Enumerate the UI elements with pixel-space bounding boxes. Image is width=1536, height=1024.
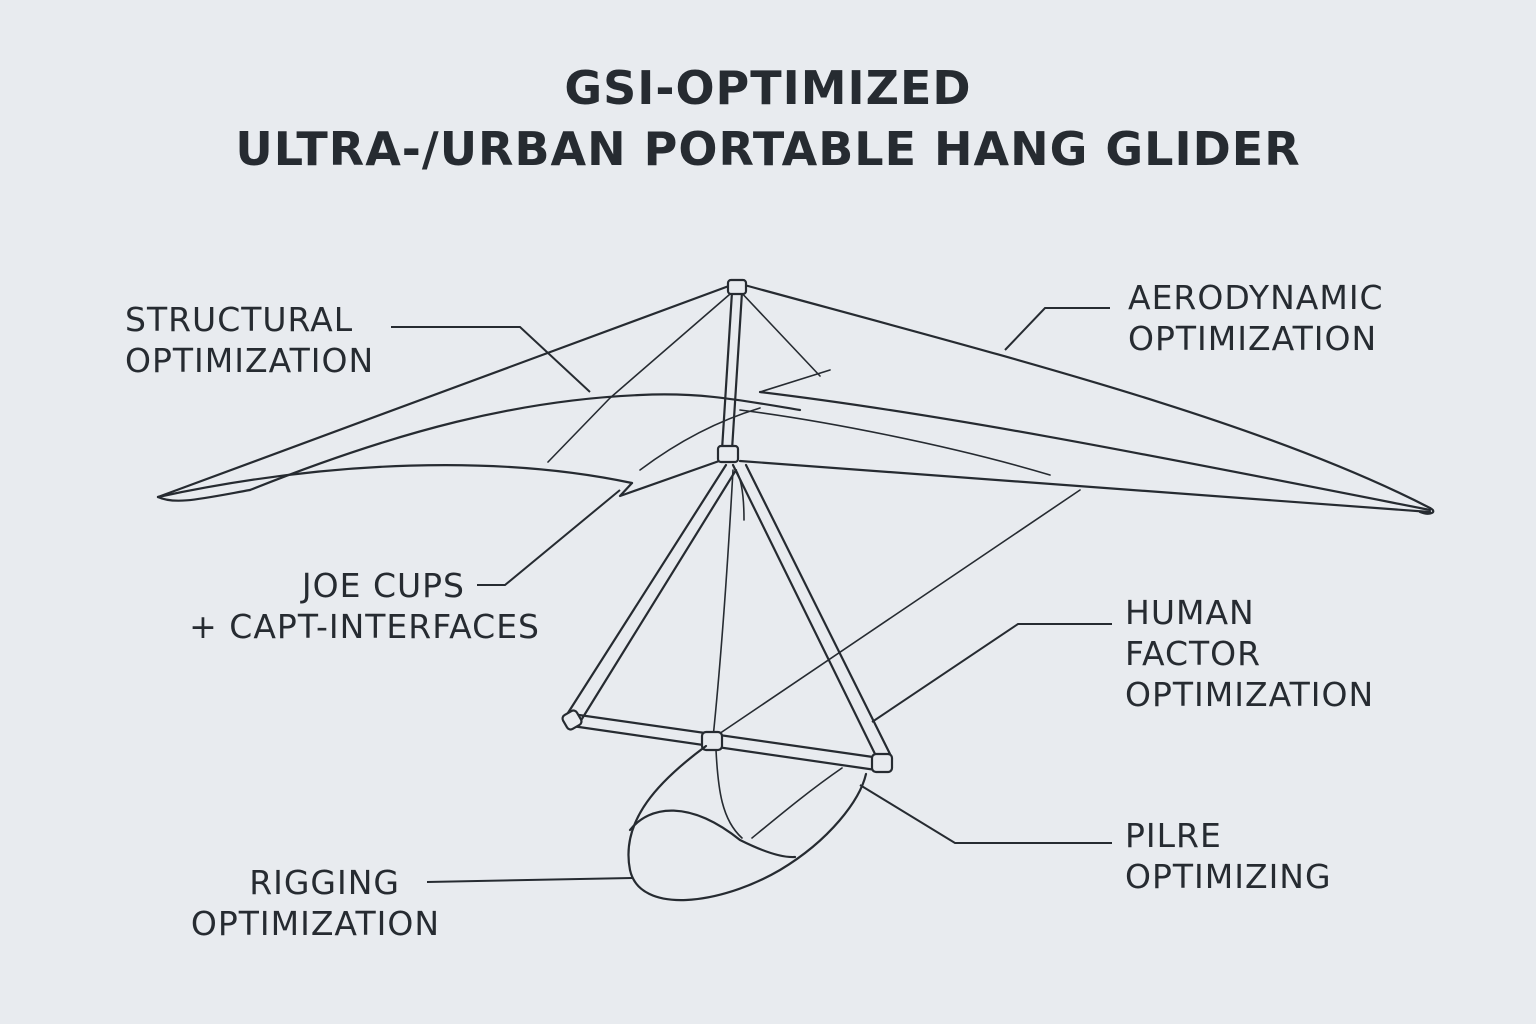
wing-root-curl [618,458,724,498]
sail-batten-right [759,369,831,393]
control-bar-bottom [570,724,878,772]
label-human-factor-line2: FACTOR [1125,634,1262,673]
harness-inner-curve [628,809,797,859]
wing-keel-right [738,459,1432,514]
label-structural-line1: STRUCTURAL [125,300,354,339]
label-rigging-optimization: RIGGING OPTIMIZATION [120,862,440,944]
rear-wire [712,489,1081,739]
label-structural-line2: OPTIMIZATION [125,341,375,380]
label-joe-cups-line2: + CAPT-INTERFACES [189,607,540,646]
label-pilre-line1: PILRE [1125,816,1222,855]
keel-hub-fitting [716,444,740,464]
label-human-factor-line3: OPTIMIZATION [1125,675,1375,714]
harness-strap-left [715,749,743,839]
sail-seam-left [547,287,738,463]
wing-camber-left [248,393,802,492]
label-joe-cups: JOE CUPS + CAPT-INTERFACES [150,565,540,647]
harness-pod [627,744,868,902]
leader-rigging [426,877,633,883]
leader-human-factor [871,623,1112,723]
label-rigging-line1: RIGGING [249,863,400,902]
leader-aerodynamic [1004,307,1110,351]
title-line-2: ULTRA-/URBAN PORTABLE HANG GLIDER [235,122,1301,176]
label-structural-optimization: STRUCTURAL OPTIMIZATION [125,299,374,381]
pilot-harness [627,744,868,902]
downtube-left-a [564,463,728,718]
sail-seam-center [739,409,1051,476]
wing-leading-edge-left [156,281,739,499]
label-human-factor-optimization: HUMAN FACTOR OPTIMIZATION [1125,592,1374,715]
downtube-left-b [578,468,738,724]
downtube-right-a [731,463,878,758]
wing-trailing-edge-left [156,464,634,499]
basetube-right-corner [870,752,894,774]
label-joe-cups-line1: JOE CUPS [301,566,465,605]
label-aerodynamic-optimization: AERODYNAMIC OPTIMIZATION [1128,277,1384,359]
label-pilre-optimizing: PILRE OPTIMIZING [1125,815,1332,897]
control-frame [561,463,1081,774]
downtube-right-b [744,463,892,756]
leader-pilre [859,784,1112,844]
leader-lines [391,307,1112,883]
leader-structural [391,326,591,393]
sail-seam-right [736,287,821,377]
label-human-factor-line1: HUMAN [1125,593,1255,632]
leader-joe-cups [477,489,621,586]
wing-trailing-edge-right [758,390,1432,512]
wing-tip-right [1418,506,1435,515]
sail-batten-left [639,407,761,471]
basetube-center-fitting [700,730,724,752]
kingpost [716,278,748,464]
wing-sail [156,281,1435,515]
label-rigging-line2: OPTIMIZATION [190,904,440,943]
wing-tip-left [156,488,252,502]
harness-strap-right [751,767,843,839]
front-wire-left [735,469,745,521]
label-aerodynamic-line1: AERODYNAMIC [1128,278,1384,317]
basetube-left-corner [561,709,583,731]
center-hang-strap [712,469,734,739]
control-bar-top [570,712,882,760]
label-pilre-line2: OPTIMIZING [1125,857,1332,896]
title-line-1: GSI-OPTIMIZED [564,61,972,115]
wing-leading-edge-right [735,281,1432,510]
label-aerodynamic-line2: OPTIMIZATION [1128,319,1378,358]
kingpost-top-fitting [726,278,748,296]
